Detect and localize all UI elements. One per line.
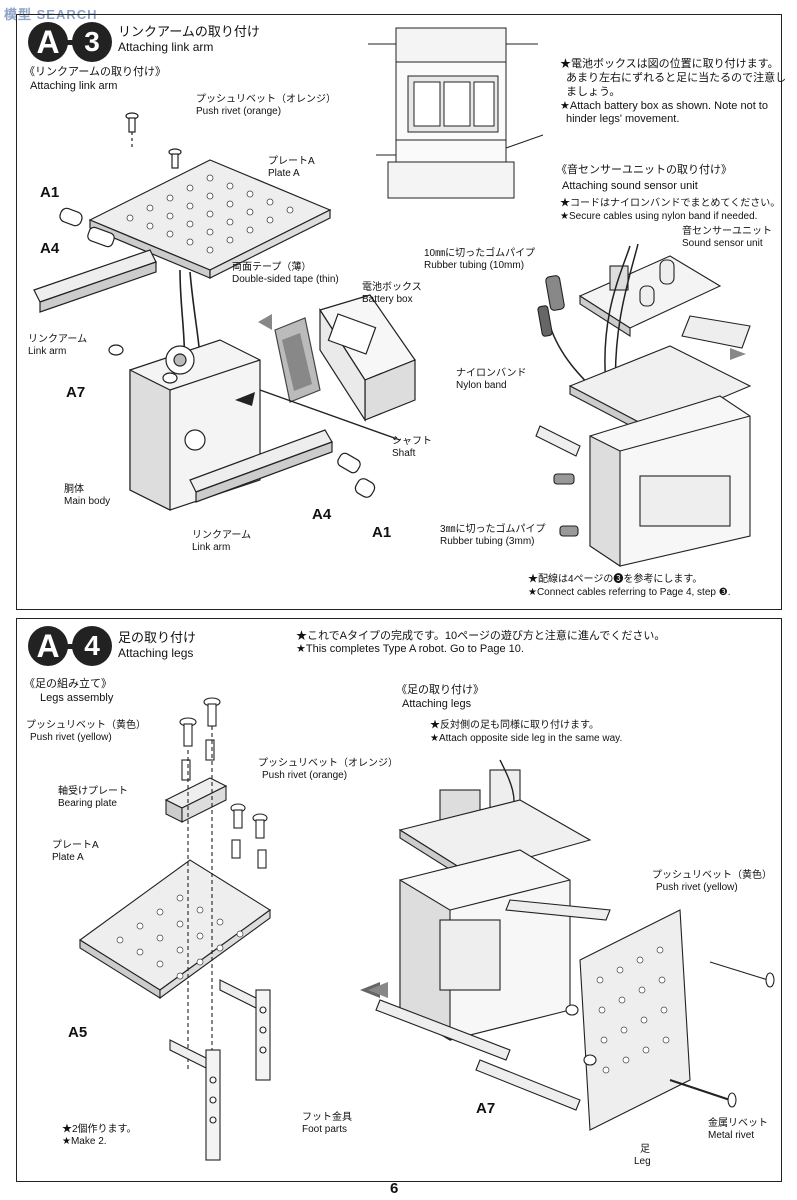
sound-sensor-unit-label-en: Sound sensor unit: [682, 238, 763, 249]
link-arm2-label-jp: リンクアーム: [192, 530, 252, 541]
rubber-tube-10mm-label-en: Rubber tubing (10mm): [424, 260, 525, 271]
part-a5: A5: [68, 1024, 88, 1041]
legs-assembly-section-jp: 《足の組み立て》: [24, 678, 112, 690]
link-arm-section-en: Attaching link arm: [30, 80, 118, 92]
opposite-leg-note-en: ★Attach opposite side leg in the same wa…: [430, 733, 623, 744]
part-a4-top: A4: [40, 240, 60, 257]
main-body-label-jp: 胴体: [64, 484, 84, 495]
tape-label-jp: 両面テープ（薄）: [232, 262, 312, 273]
part-a7: A7: [66, 384, 86, 401]
push-rivet-yellow-label-en: Push rivet (yellow): [30, 732, 112, 743]
sound-sensor-section-jp: 《音センサーユニットの取り付け》: [556, 164, 732, 176]
make-two-note-en: ★Make 2.: [62, 1136, 107, 1147]
link-arm-label-jp: リンクアーム: [28, 334, 88, 345]
leg-label-en: Leg: [634, 1156, 651, 1167]
complete-note-jp: ★これでAタイプの完成です。10ページの遊び方と注意に進んでください。: [296, 630, 666, 642]
step-number: 3: [72, 22, 112, 62]
step-letter: A: [28, 22, 68, 62]
push-rivet-orange-label-en: Push rivet (orange): [262, 770, 348, 781]
push-rivet-yellow-2-label-en: Push rivet (yellow): [656, 882, 738, 893]
step-a4-title-en: Attaching legs: [118, 646, 194, 660]
plate-a-label-en: Plate A: [52, 852, 84, 863]
battery-note-en-1: ★Attach battery box as shown. Note not t…: [560, 100, 768, 112]
link-arm2-label-en: Link arm: [192, 542, 231, 553]
foot-parts-label-en: Foot parts: [302, 1124, 348, 1135]
make-two-note-jp: ★2個作ります。: [62, 1124, 137, 1135]
step-a3-badge: A 3: [28, 22, 116, 62]
cables-note-en: ★Connect cables referring to Page 4, ste…: [528, 587, 731, 598]
push-rivet-orange-label-jp: プッシュリベット（オレンジ）: [196, 94, 336, 105]
opposite-leg-note-jp: ★反対側の足も同様に取り付けます。: [430, 720, 599, 731]
tape-label-en: Double-sided tape (thin): [232, 274, 339, 285]
leg-label-jp: 足: [640, 1144, 650, 1155]
battery-note-jp-3: ましょう。: [566, 86, 621, 98]
sound-sensor-section-en: Attaching sound sensor unit: [562, 180, 698, 192]
metal-rivet-label-jp: 金属リベット: [708, 1118, 768, 1129]
link-arm-diagram: [33, 112, 416, 511]
cables-note-jp: ★配線は4ページの❸を参考にします。: [528, 574, 703, 585]
sound-sensor-diagram: [535, 243, 752, 568]
part-a1-bottom: A1: [372, 524, 392, 541]
link-arm-label-en: Link arm: [28, 346, 67, 357]
metal-rivet-label-en: Metal rivet: [708, 1130, 755, 1141]
push-rivet-orange-label-en: Push rivet (orange): [196, 106, 282, 117]
push-rivet-orange-label-jp: プッシュリベット（オレンジ）: [258, 758, 398, 769]
attaching-legs-diagram: [360, 759, 775, 1131]
push-rivet-yellow-label-jp: プッシュリベット（黄色）: [26, 720, 146, 731]
push-rivet-yellow-2-label-jp: プッシュリベット（黄色）: [652, 870, 772, 881]
battery-note-jp-2: あまり左右にずれると足に当たるので注意し: [566, 72, 787, 84]
legs-assembly-diagram: [79, 697, 271, 1161]
battery-note-en-2: hinder legs' movement.: [566, 113, 680, 125]
step-a4-title-jp: 足の取り付け: [118, 630, 197, 645]
bearing-plate-label-en: Bearing plate: [58, 798, 117, 809]
step-a4-badge: A 4: [28, 626, 116, 666]
link-arm-section-jp: 《リンクアームの取り付け》: [24, 66, 167, 78]
step-a4-panel: [16, 618, 782, 1182]
legs-assembly-section-en: Legs assembly: [40, 692, 114, 704]
battery-box-label-jp: 電池ボックス: [362, 282, 422, 293]
battery-position-diagram: [368, 27, 544, 199]
sound-sensor-note-jp: ★コードはナイロンバンドでまとめてください。: [560, 198, 781, 209]
rubber-tube-3mm-label-en: Rubber tubing (3mm): [440, 536, 535, 547]
battery-box-label-en: Battery box: [362, 294, 413, 305]
complete-note-en: ★This completes Type A robot. Go to Page…: [296, 643, 524, 655]
sound-sensor-note-en: ★Secure cables using nylon band if neede…: [560, 211, 758, 222]
attaching-legs-section-jp: 《足の取り付け》: [396, 684, 484, 696]
nylon-band-label-jp: ナイロンバンド: [456, 368, 527, 379]
plate-a-label-jp: プレートA: [52, 840, 99, 851]
part-a7: A7: [476, 1100, 496, 1117]
page-number: 6: [390, 1180, 399, 1197]
plate-a-label-en: Plate A: [268, 168, 300, 179]
shaft-label-en: Shaft: [392, 448, 416, 459]
rubber-tube-3mm-label-jp: 3㎜に切ったゴムパイプ: [440, 524, 546, 535]
rubber-tube-10mm-label-jp: 10㎜に切ったゴムパイプ: [424, 248, 536, 259]
step-a3-title-en: Attaching link arm: [118, 40, 214, 54]
sound-sensor-unit-label-jp: 音センサーユニット: [682, 226, 772, 237]
shaft-label-jp: シャフト: [392, 436, 432, 447]
part-a4-bottom: A4: [312, 506, 332, 523]
attaching-legs-section-en: Attaching legs: [402, 698, 472, 710]
main-body-label-en: Main body: [64, 496, 111, 507]
step-a3-title-jp: リンクアームの取り付け: [118, 24, 260, 39]
step-number: 4: [72, 626, 112, 666]
step-letter: A: [28, 626, 68, 666]
battery-note-jp-1: ★電池ボックスは図の位置に取り付けます。: [560, 58, 779, 70]
bearing-plate-label-jp: 軸受けプレート: [58, 786, 128, 797]
nylon-band-label-en: Nylon band: [456, 380, 507, 391]
foot-parts-label-jp: フット金具: [302, 1112, 352, 1123]
plate-a-label-jp: プレートA: [268, 156, 315, 167]
part-a1-top: A1: [40, 184, 60, 201]
step-a3-panel: [16, 14, 782, 610]
